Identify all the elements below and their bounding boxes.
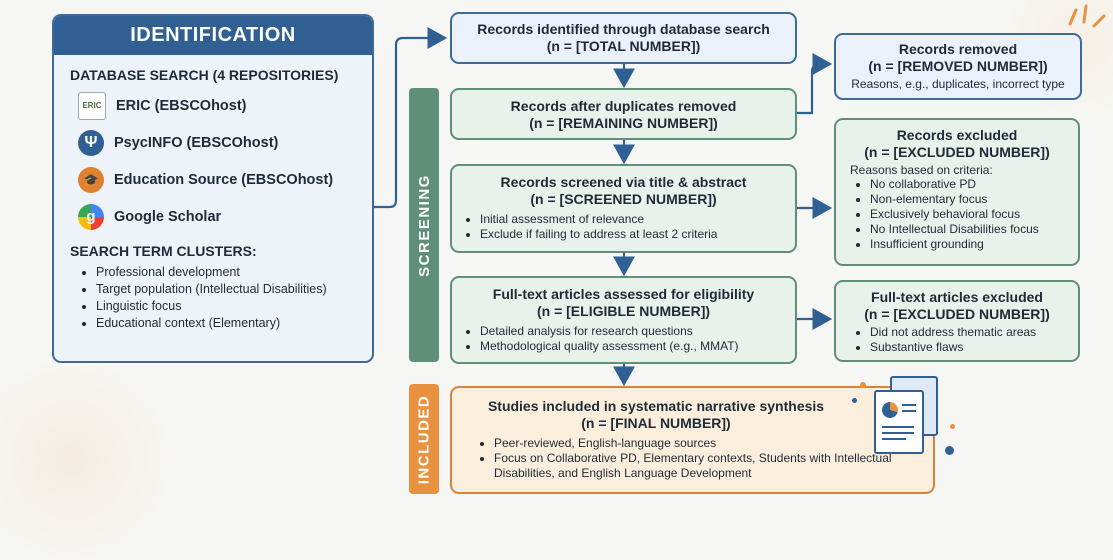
records-excluded-box: Records excluded (n = [EXCLUDED NUMBER])… <box>834 118 1080 266</box>
eric-logo-icon: ERIC <box>78 91 106 120</box>
reason-item: Insufficient grounding <box>870 237 1078 252</box>
records-removed-box: Records removed (n = [REMOVED NUMBER]) R… <box>834 33 1082 100</box>
arrow-identification-to-identified <box>374 27 448 209</box>
box-title: Full-text articles excluded <box>871 289 1043 305</box>
reason-item: No collaborative PD <box>870 177 1078 192</box>
box-count: (n = [EXCLUDED NUMBER]) <box>864 144 1050 160</box>
removal-reasons: Reasons, e.g., duplicates, incorrect typ… <box>851 77 1065 91</box>
reason-item: Non-elementary focus <box>870 192 1078 207</box>
box-title: Records removed <box>898 41 1018 57</box>
box-title: Records screened via title & abstract <box>500 174 747 190</box>
reason-item: Exclusively behavioral focus <box>870 207 1078 222</box>
screening-points: Initial assessment of relevance Exclude … <box>466 212 795 242</box>
psi-icon: Ψ <box>78 129 104 156</box>
repository-label: Education Source (EBSCOhost) <box>114 171 334 188</box>
box-title: Records identified through database sear… <box>477 21 770 37</box>
database-search-heading: DATABASE SEARCH (4 REPOSITORIES) <box>70 67 339 83</box>
decorative-dot <box>945 446 954 455</box>
screening-band: SCREENING <box>409 88 439 362</box>
studies-included-box: Studies included in systematic narrative… <box>450 386 935 494</box>
repository-eric: ERIC ERIC (EBSCOhost) <box>78 91 372 120</box>
cluster-item: Target population (Intellectual Disabili… <box>96 282 372 296</box>
fulltext-assessed-box: Full-text articles assessed for eligibil… <box>450 276 797 364</box>
records-after-duplicates-box: Records after duplicates removed (n = [R… <box>450 88 797 140</box>
point-item: Focus on Collaborative PD, Elementary co… <box>494 451 894 481</box>
box-count: (n = [REMOVED NUMBER]) <box>868 58 1048 74</box>
point-item: Detailed analysis for research questions <box>480 324 795 339</box>
box-count: (n = [EXCLUDED NUMBER]) <box>864 306 1050 322</box>
eligibility-points: Detailed analysis for research questions… <box>466 324 795 354</box>
records-identified-box: Records identified through database sear… <box>450 12 797 64</box>
box-title: Studies included in systematic narrative… <box>487 398 825 414</box>
identification-panel: IDENTIFICATION DATABASE SEARCH (4 REPOSI… <box>52 14 374 363</box>
point-item: Peer-reviewed, English-language sources <box>494 436 894 451</box>
cluster-item: Linguistic focus <box>96 299 372 313</box>
repository-label: PsycINFO (EBSCOhost) <box>114 134 279 151</box>
search-clusters-list: Professional development Target populati… <box>80 265 372 330</box>
box-title: Full-text articles assessed for eligibil… <box>492 286 755 302</box>
fulltext-exclusion-reasons: Did not address thematic areas Substanti… <box>856 325 1078 355</box>
box-count: (n = [FINAL NUMBER]) <box>581 415 731 431</box>
google-scholar-icon: g <box>78 203 104 230</box>
fulltext-excluded-box: Full-text articles excluded (n = [EXCLUD… <box>834 280 1080 362</box>
box-count: (n = [ELIGIBLE NUMBER]) <box>536 303 711 319</box>
sparkle-icon <box>1068 4 1106 28</box>
repository-education-source: 🎓 Education Source (EBSCOhost) <box>78 165 372 194</box>
box-count: (n = [SCREENED NUMBER]) <box>530 191 717 207</box>
box-title: Records after duplicates removed <box>510 98 737 114</box>
point-item: Initial assessment of relevance <box>480 212 795 227</box>
exclusion-intro: Reasons based on criteria: <box>850 163 993 177</box>
search-clusters-heading: SEARCH TERM CLUSTERS: <box>70 243 257 259</box>
decorative-dot <box>860 382 866 388</box>
repository-label: ERIC (EBSCOhost) <box>116 97 247 114</box>
inclusion-points: Peer-reviewed, English-language sources … <box>480 436 894 481</box>
repository-psycinfo: Ψ PsycINFO (EBSCOhost) <box>78 128 372 157</box>
screening-label: SCREENING <box>415 173 433 277</box>
box-title: Records excluded <box>896 127 1018 143</box>
records-screened-box: Records screened via title & abstract (n… <box>450 164 797 253</box>
repository-google-scholar: g Google Scholar <box>78 202 372 231</box>
cluster-item: Educational context (Elementary) <box>96 316 372 330</box>
graduation-cap-icon: 🎓 <box>78 166 104 193</box>
box-count: (n = [REMAINING NUMBER]) <box>529 115 718 131</box>
point-item: Exclude if failing to address at least 2… <box>480 227 795 242</box>
arrow-after-dup-to-removed <box>797 53 833 115</box>
point-item: Methodological quality assessment (e.g.,… <box>480 339 795 354</box>
documents-icon <box>868 376 938 462</box>
included-band: INCLUDED <box>409 384 439 494</box>
repository-label: Google Scholar <box>114 208 222 225</box>
reason-item: Substantive flaws <box>870 340 1078 355</box>
identification-title: IDENTIFICATION <box>54 16 372 55</box>
box-count: (n = [TOTAL NUMBER]) <box>546 38 701 54</box>
decorative-dot <box>852 398 857 403</box>
included-label: INCLUDED <box>415 394 433 484</box>
decorative-dot <box>950 424 955 429</box>
cluster-item: Professional development <box>96 265 372 279</box>
exclusion-reasons: No collaborative PD Non-elementary focus… <box>856 177 1078 252</box>
flow-arrows <box>374 27 833 387</box>
reason-item: No Intellectual Disabilities focus <box>870 222 1078 237</box>
reason-item: Did not address thematic areas <box>870 325 1078 340</box>
